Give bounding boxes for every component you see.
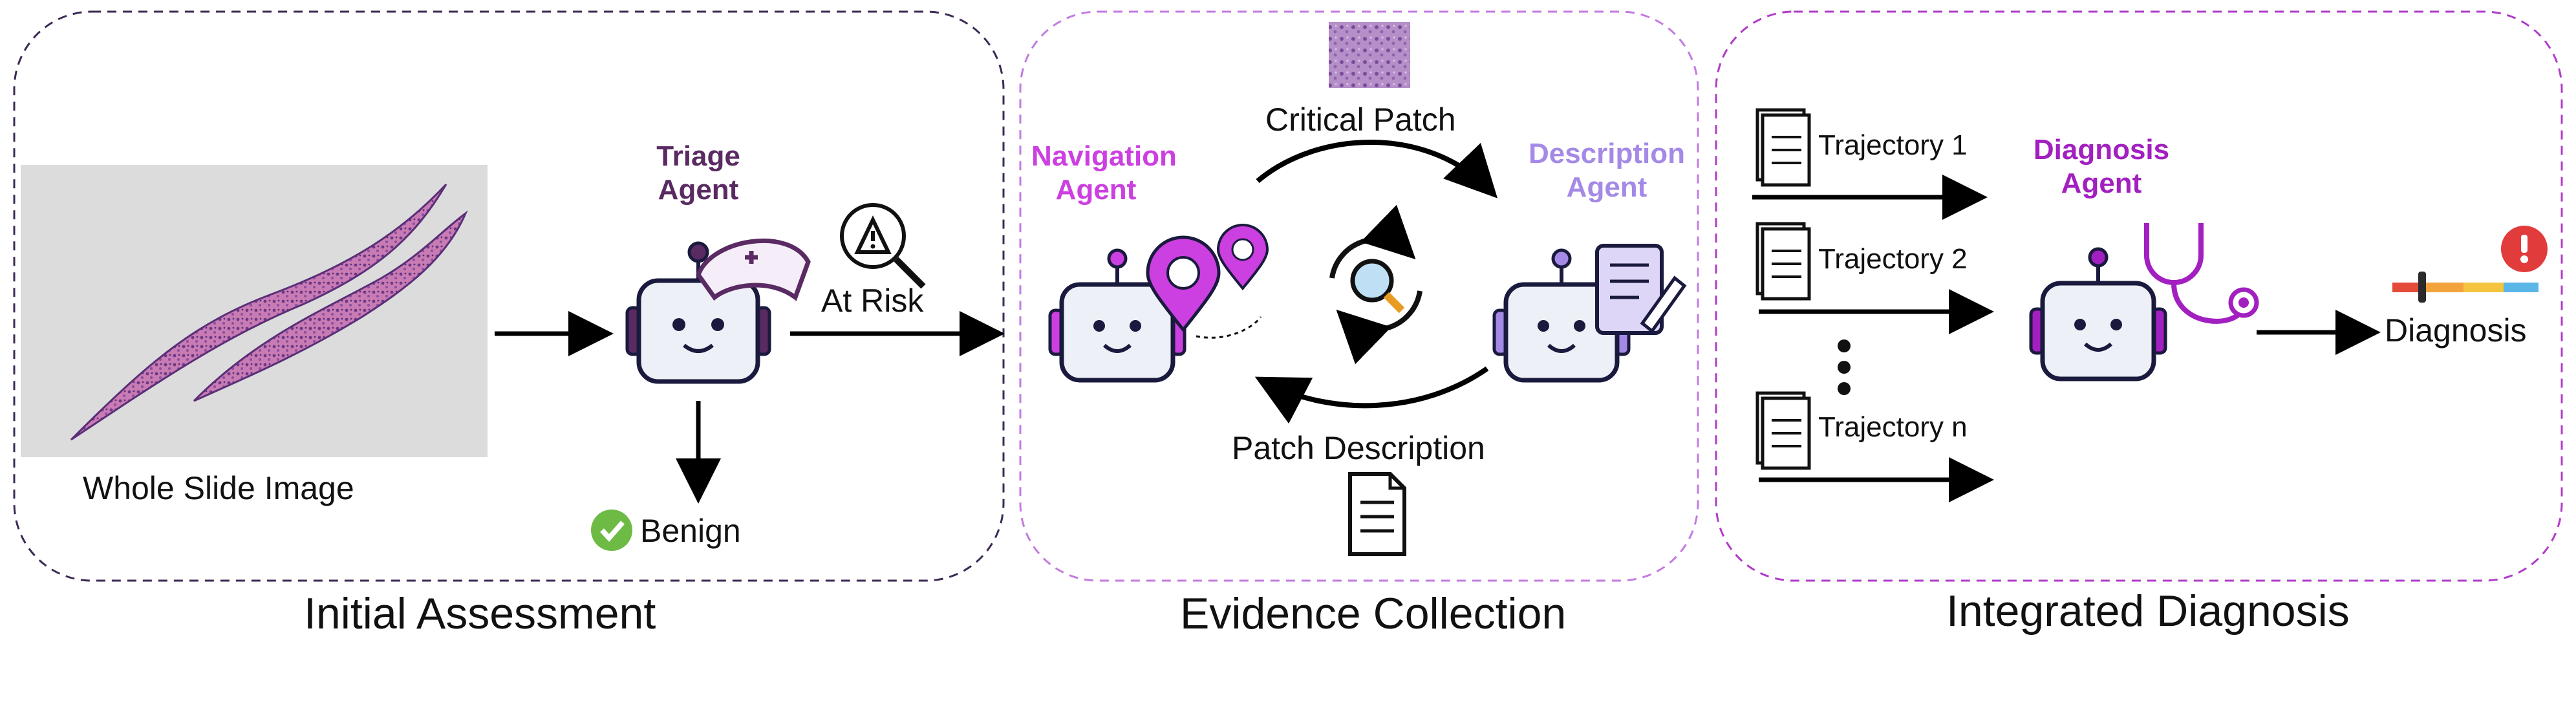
trajectory-2-label: Trajectory 2	[1818, 243, 1968, 275]
navigation-agent-label: Navigation Agent	[1031, 140, 1177, 207]
triage-robot	[625, 241, 771, 384]
critical-patch-label: Critical Patch	[1265, 102, 1456, 138]
description-agent-label-line2: Agent	[1566, 171, 1648, 203]
risk-scale-bar	[2392, 272, 2538, 303]
trajectory-n-label: Trajectory n	[1818, 411, 1968, 443]
location-pin-icon	[1146, 235, 1221, 333]
diagnosis-robot	[2029, 247, 2167, 381]
description-agent-label: Description Agent	[1516, 137, 1697, 204]
location-pin-icon	[1216, 224, 1269, 291]
panel-evidence-title: Evidence Collection	[1180, 589, 1567, 638]
triage-agent-label-line1: Triage	[656, 140, 740, 172]
clipboard-pen-icon	[1595, 244, 1687, 335]
panel-initial-border	[13, 10, 1005, 582]
navigation-agent-label-line1: Navigation	[1031, 140, 1177, 172]
panel-initial-title: Initial Assessment	[304, 589, 656, 638]
document-icon	[1755, 391, 1811, 470]
diagnosis-agent-label-line1: Diagnosis	[2033, 134, 2170, 166]
panel-integrated-border	[1715, 10, 2563, 582]
triage-agent-label: Triage Agent	[634, 140, 763, 207]
patch-description-label: Patch Description	[1232, 430, 1485, 466]
at-risk-label: At Risk	[821, 283, 924, 319]
nurse-cap-icon	[696, 239, 811, 301]
navigation-agent-label-line2: Agent	[1055, 174, 1137, 206]
navigation-robot	[1048, 248, 1186, 383]
benign-label: Benign	[640, 513, 741, 549]
diagnosis-agent-label: Diagnosis Agent	[2017, 133, 2185, 200]
document-icon	[1755, 222, 1811, 301]
ellipsis-dots	[1838, 339, 1851, 395]
triage-agent-label-line2: Agent	[658, 174, 739, 206]
whole-slide-image	[21, 165, 488, 457]
arrow-patch-description	[1254, 366, 1489, 424]
pin-trail	[1196, 316, 1262, 339]
document-icon	[1755, 108, 1811, 187]
alert-icon	[2501, 226, 2548, 272]
description-agent-label-line1: Description	[1528, 138, 1686, 169]
check-circle-icon	[591, 510, 632, 551]
arrow-critical-patch	[1256, 139, 1498, 199]
refresh-search-icon	[1329, 204, 1422, 365]
wsi-label: Whole Slide Image	[83, 470, 354, 506]
diagnosis-agent-label-line2: Agent	[2061, 167, 2142, 199]
diagnosis-label: Diagnosis	[2385, 312, 2527, 349]
stethoscope-icon	[2144, 223, 2259, 324]
warning-magnifier-icon	[840, 203, 926, 289]
critical-patch-image	[1329, 22, 1410, 88]
trajectory-1-label: Trajectory 1	[1818, 129, 1968, 161]
document-icon	[1348, 472, 1406, 556]
panel-integrated-title: Integrated Diagnosis	[1946, 586, 2350, 636]
